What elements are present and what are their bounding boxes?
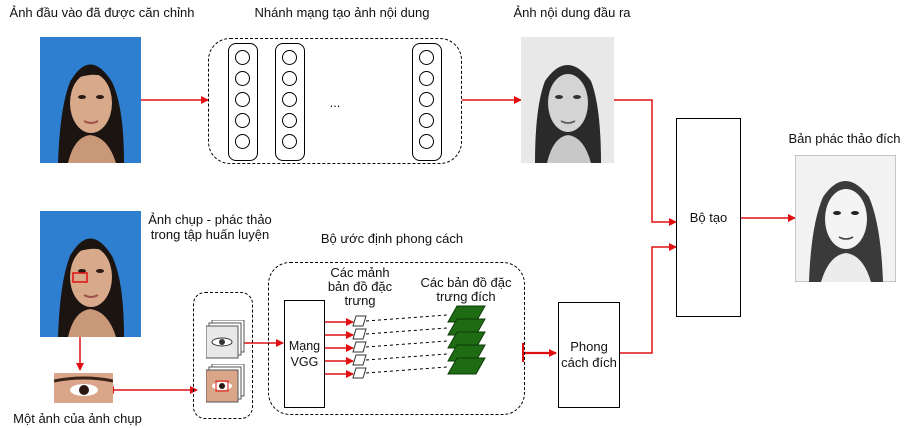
label-target-feature-maps: Các bản đồ đặc trưng đích: [420, 275, 512, 304]
training-face-photo: [40, 211, 141, 337]
label-input-aligned: Ảnh đầu vào đã được căn chỉnh: [9, 5, 195, 20]
network-ellipsis: ...: [329, 95, 341, 110]
label-photo-patch: Một ảnh của ảnh chụp: [13, 411, 142, 426]
style-estimator-box: [268, 262, 525, 415]
vgg-label: Mạng VGG: [288, 339, 321, 369]
input-face-photo: [40, 37, 141, 163]
label-target-sketch: Bản phác thảo đích: [788, 131, 901, 146]
target-sketch-image: [795, 155, 896, 282]
label-photo-sketch-pair: Ảnh chụp - phác thảo trong tập huấn luyệ…: [148, 212, 272, 242]
target-style-label: Phong cách đích: [561, 339, 617, 370]
vgg-box: Mạng VGG: [284, 300, 325, 408]
target-style-box: Phong cách đích: [558, 302, 620, 408]
photo-patch-image: [54, 373, 113, 403]
content-network-box: [208, 38, 462, 164]
photo-patch-stack: [206, 364, 246, 404]
content-output-sketch: [521, 37, 614, 163]
generator-label: Bộ tạo: [689, 209, 728, 225]
sketch-patch-stack: [206, 320, 246, 360]
generator-box: Bộ tạo: [676, 118, 741, 317]
label-content-output: Ảnh nội dung đầu ra: [513, 5, 631, 20]
network-layer-1: [228, 43, 258, 161]
label-style-estimator: Bộ ước định phong cách: [320, 231, 464, 246]
network-layer-n: [412, 43, 442, 161]
network-layer-2: [275, 43, 305, 161]
patch-stack-box: [193, 292, 253, 419]
label-content-network: Nhánh mạng tạo ảnh nội dung: [254, 5, 430, 20]
label-feature-patches: Các mảnh bản đồ đặc trưng: [327, 265, 393, 308]
